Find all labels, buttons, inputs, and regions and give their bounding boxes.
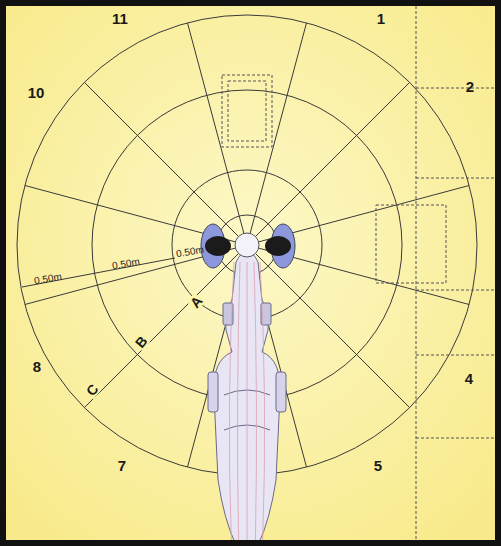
body-stripe [260,262,265,540]
body-stripe [247,262,248,540]
clock-number: 11 [112,11,128,26]
clock-number: 7 [118,458,126,473]
clock-number: 8 [33,359,41,374]
body-stripe [254,262,257,540]
clock-number: 1 [377,11,385,26]
sector-line [255,82,409,236]
riding-zone-illustration [6,6,495,540]
body-stripe [237,262,240,540]
body-stripe [229,262,234,540]
sector-line [187,23,243,234]
clock-number: 5 [374,458,382,473]
clock-number: 10 [28,85,45,100]
clock-number: 4 [465,371,473,386]
clock-number: 2 [466,79,474,94]
sector-line [250,23,306,234]
sector-line [84,82,238,236]
